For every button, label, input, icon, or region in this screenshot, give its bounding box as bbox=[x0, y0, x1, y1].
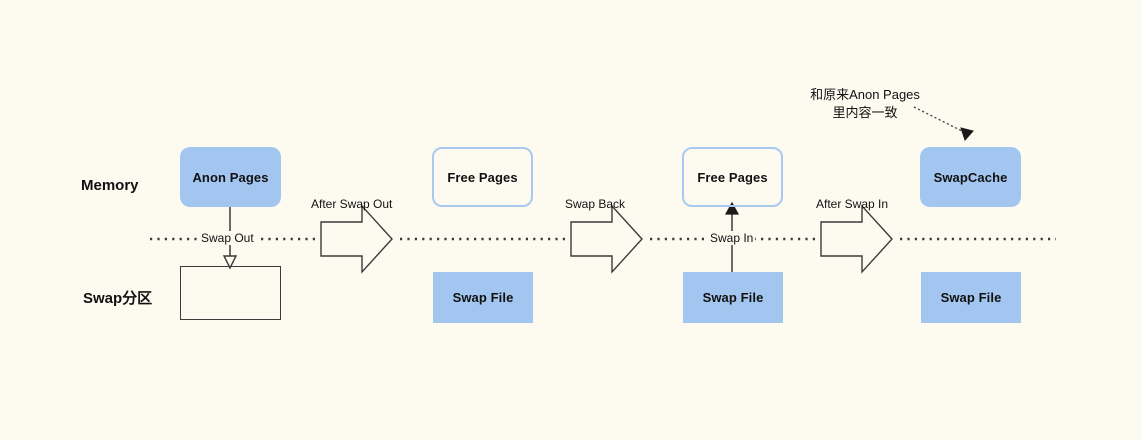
stage-3-memory-box-label: Free Pages bbox=[697, 169, 768, 185]
stage-2-swap-box[interactable]: Swap File bbox=[433, 272, 533, 323]
stage-3-memory-box[interactable]: Free Pages bbox=[682, 147, 783, 207]
arrowhead-swap-out-down bbox=[222, 255, 238, 270]
annotation-leader-line bbox=[913, 106, 967, 134]
edge-label-swap-in: Swap In bbox=[708, 231, 756, 245]
transition-1-label: After Swap Out bbox=[311, 197, 393, 211]
annotation-arrowhead bbox=[960, 127, 974, 141]
stage-2-swap-box-label: Swap File bbox=[452, 290, 514, 305]
stage-4-swap-box-label: Swap File bbox=[940, 290, 1002, 305]
stage-1-swap-box[interactable] bbox=[180, 266, 281, 320]
stage-4-swap-box[interactable]: Swap File bbox=[921, 272, 1021, 323]
stage-1-memory-box-label: Anon Pages bbox=[192, 169, 269, 185]
edge-label-swap-out: Swap Out bbox=[199, 231, 256, 245]
stage-3-swap-box-label: Swap File bbox=[702, 290, 764, 305]
stage-4-memory-box-label: SwapCache bbox=[933, 169, 1008, 185]
stage-2-memory-box[interactable]: Free Pages bbox=[432, 147, 533, 207]
arrowhead-swap-in-up bbox=[724, 201, 740, 215]
stage-3-swap-box[interactable]: Swap File bbox=[683, 272, 783, 323]
transition-2-label: Swap Back bbox=[565, 197, 626, 211]
block-arrow-swap-back bbox=[570, 204, 643, 274]
stage-1-memory-box[interactable]: Anon Pages bbox=[180, 147, 281, 207]
swapcache-annotation: 和原来Anon Pages 里内容一致 bbox=[810, 87, 920, 120]
block-arrow-after-swap-out bbox=[320, 204, 393, 274]
stage-2-memory-box-label: Free Pages bbox=[447, 169, 518, 185]
block-arrow-after-swap-in bbox=[820, 204, 893, 274]
row-label-memory: Memory bbox=[81, 177, 139, 194]
row-label-swap: Swap分区 bbox=[83, 290, 153, 307]
stage-4-memory-box[interactable]: SwapCache bbox=[920, 147, 1021, 207]
transition-3-label: After Swap In bbox=[816, 197, 889, 211]
